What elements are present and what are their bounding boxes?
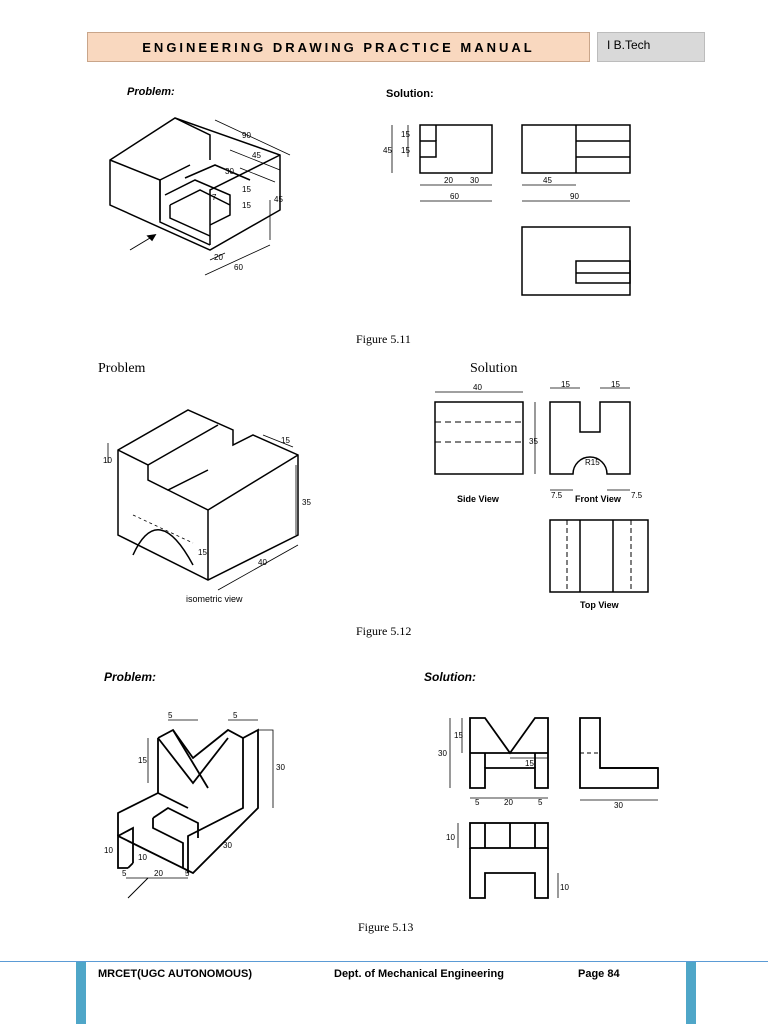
footer-department: Dept. of Mechanical Engineering bbox=[334, 968, 504, 980]
solution-dim-text: 15 bbox=[454, 731, 463, 740]
problem-dim-text: 15 bbox=[138, 756, 147, 765]
problem-dim-text: 35 bbox=[302, 498, 311, 507]
problem-dim-text: 15 bbox=[198, 548, 207, 557]
problem-dim-text: 60 bbox=[234, 263, 243, 272]
solution-dim-text: 60 bbox=[450, 192, 459, 201]
problem-dim-text: 30 bbox=[223, 841, 232, 850]
problem-dim-text: 5 bbox=[233, 711, 238, 720]
solution-dim-text: 10 bbox=[446, 833, 455, 842]
figure-5-11-problem-drawing: 90 45 30 15 15 45 20 60 7 bbox=[109, 117, 291, 276]
solution-dim-text: 30 bbox=[470, 176, 479, 185]
top-view-label: Top View bbox=[580, 600, 620, 610]
solution-dim-text: 15 bbox=[611, 380, 620, 389]
solution-dim-text: 15 bbox=[401, 130, 410, 139]
problem-dim-text: 10 bbox=[138, 853, 147, 862]
solution-dim-text: 35 bbox=[529, 437, 538, 446]
figure-caption: Figure 5.13 bbox=[358, 920, 414, 934]
course-tag: I B.Tech bbox=[597, 32, 705, 62]
problem-dim-text: 15 bbox=[242, 185, 251, 194]
problem-label: Problem: bbox=[104, 670, 157, 684]
solution-dim-text: 45 bbox=[383, 146, 392, 155]
problem-dim-text: 5 bbox=[185, 869, 190, 878]
problem-dim-text: 20 bbox=[214, 253, 223, 262]
figure-5-13-problem-drawing: 5 5 15 30 10 10 5 20 5 30 bbox=[104, 711, 285, 899]
solution-dim-text: 5 bbox=[538, 798, 543, 807]
problem-dim-text: 15 bbox=[242, 201, 251, 210]
solution-dim-text: 40 bbox=[473, 383, 482, 392]
solution-dim-text: 7.5 bbox=[631, 491, 643, 500]
solution-dim-text: 15 bbox=[401, 146, 410, 155]
solution-label: Solution bbox=[470, 361, 518, 376]
problem-dim-text: 7 bbox=[212, 193, 217, 202]
solution-dim-text: 30 bbox=[438, 749, 447, 758]
footer-left-accent bbox=[76, 962, 86, 1024]
problem-dim-text: 45 bbox=[274, 195, 283, 204]
solution-dim-text: 20 bbox=[444, 176, 453, 185]
solution-dim-text: 20 bbox=[504, 798, 513, 807]
figure-5-12-problem-drawing: 10 15 35 15 40 isometric view bbox=[103, 409, 311, 604]
problem-dim-text: 45 bbox=[252, 151, 261, 160]
problem-label: Problem bbox=[98, 361, 146, 376]
solution-dim-text: 90 bbox=[570, 192, 579, 201]
side-view-label: Side View bbox=[457, 494, 500, 504]
figure-caption: Figure 5.12 bbox=[356, 624, 412, 638]
footer-right-accent bbox=[686, 962, 696, 1024]
figure-5-11-solution-drawing: 45 15 15 20 30 60 45 90 bbox=[383, 124, 631, 296]
solution-dim-text: 45 bbox=[543, 176, 552, 185]
figure-caption: Figure 5.11 bbox=[356, 332, 411, 346]
problem-dim-text: 90 bbox=[242, 131, 251, 140]
figure-5-12-solution-drawing: 40 35 15 15 R15 7.5 7.5 Side View Front … bbox=[434, 380, 649, 610]
solution-dim-text: 5 bbox=[475, 798, 480, 807]
problem-dim-text: 15 bbox=[281, 436, 290, 445]
problem-view-label: isometric view bbox=[186, 594, 243, 604]
problem-dim-text: 30 bbox=[225, 167, 234, 176]
footer-page-number: Page 84 bbox=[578, 968, 620, 980]
solution-dim-text: 10 bbox=[560, 883, 569, 892]
figure-5-13-solution-drawing: 15 30 15 5 20 5 30 10 10 bbox=[438, 717, 659, 899]
solution-dim-text: 15 bbox=[525, 759, 534, 768]
solution-label: Solution: bbox=[424, 670, 476, 684]
problem-dim-text: 20 bbox=[154, 869, 163, 878]
front-view-label: Front View bbox=[575, 494, 622, 504]
solution-label: Solution: bbox=[386, 88, 434, 100]
problem-label: Problem: bbox=[127, 86, 175, 98]
solution-dim-text: 30 bbox=[614, 801, 623, 810]
solution-dim-text: R15 bbox=[585, 458, 600, 467]
solution-dim-text: 7.5 bbox=[551, 491, 563, 500]
problem-dim-text: 30 bbox=[276, 763, 285, 772]
problem-dim-text: 5 bbox=[122, 869, 127, 878]
problem-dim-text: 10 bbox=[104, 846, 113, 855]
problem-dim-text: 5 bbox=[168, 711, 173, 720]
problem-dim-text: 10 bbox=[103, 456, 112, 465]
footer-divider bbox=[0, 961, 768, 962]
manual-title: ENGINEERING DRAWING PRACTICE MANUAL bbox=[87, 32, 590, 62]
solution-dim-text: 15 bbox=[561, 380, 570, 389]
footer-institution: MRCET(UGC AUTONOMOUS) bbox=[98, 968, 252, 980]
problem-dim-text: 40 bbox=[258, 558, 267, 567]
